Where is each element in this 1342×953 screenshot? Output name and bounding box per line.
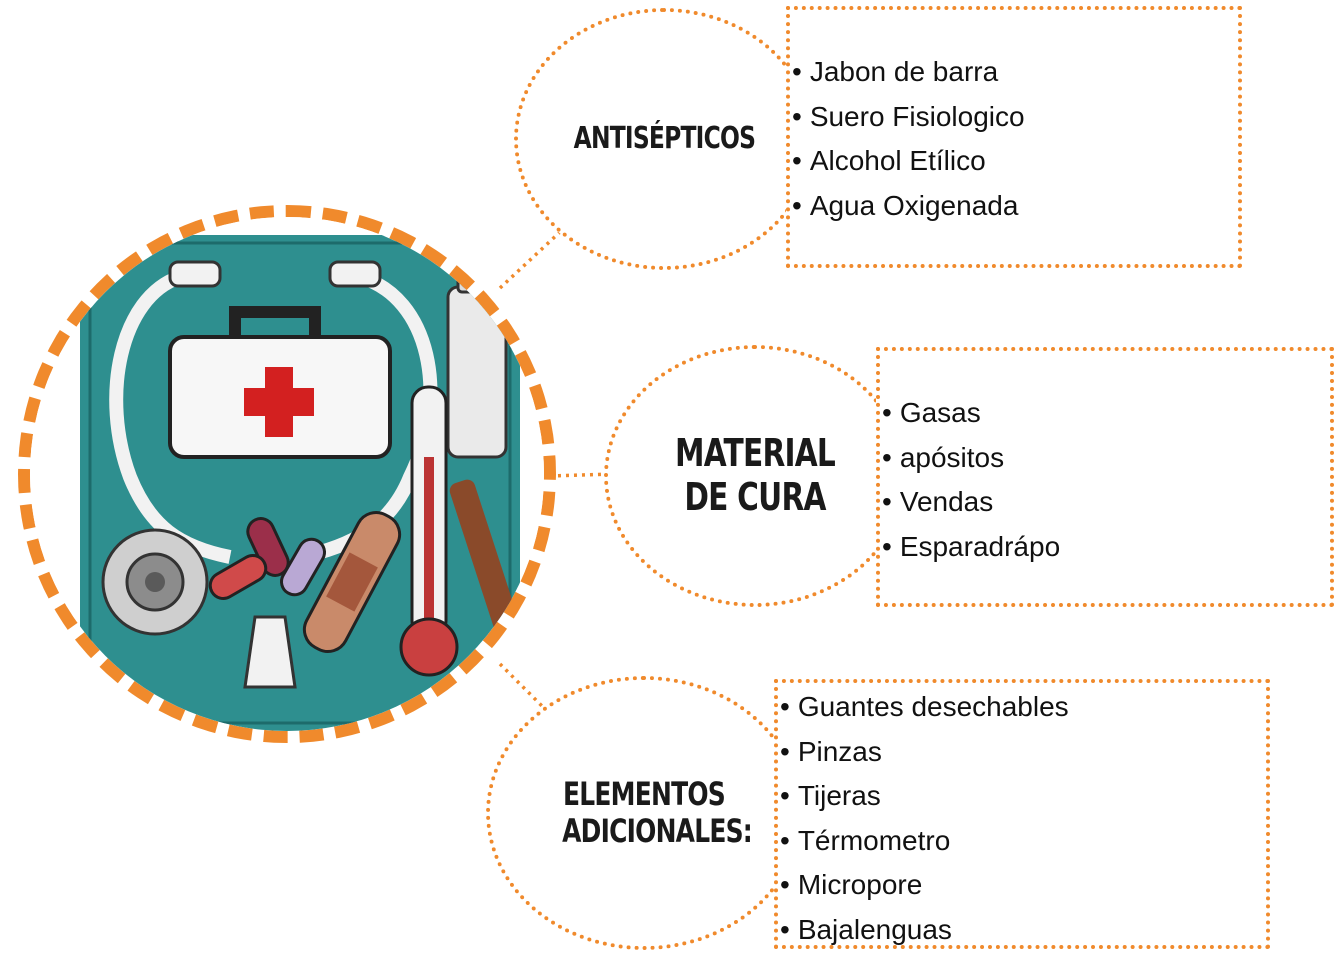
list-item: Micropore — [780, 863, 1266, 908]
category-title: MATERIAL DE CURA — [674, 431, 836, 519]
connector-material — [549, 472, 613, 478]
category-list-antisepticos: Jabon de barra Suero Fisiologico Alcohol… — [786, 6, 1242, 268]
category-bubble-elementos-adicionales: ELEMENTOS ADICIONALES: — [486, 676, 802, 950]
list-item: Jabon de barra — [792, 50, 1238, 95]
category-bubble-antisepticos: ANTISÉPTICOS — [514, 8, 814, 270]
list-item: Tijeras — [780, 774, 1266, 819]
list-item: apósitos — [882, 436, 1330, 481]
first-aid-kit-icon — [30, 217, 544, 731]
list-item: Bajalenguas — [780, 908, 1266, 953]
first-aid-illustration — [18, 205, 556, 743]
category-bubble-material-de-cura: MATERIAL DE CURA — [604, 345, 906, 607]
category-list-material-de-cura: Gasas apósitos Vendas Esparadrápo — [876, 347, 1334, 607]
list-item: Gasas — [882, 391, 1330, 436]
category-list-elementos-adicionales: Guantes desechables Pinzas Tijeras Térmo… — [774, 679, 1270, 949]
list-item: Vendas — [882, 480, 1330, 525]
list-item: Suero Fisiologico — [792, 95, 1238, 140]
category-title: ANTISÉPTICOS — [573, 120, 755, 156]
list-item: Guantes desechables — [780, 685, 1266, 730]
connector-adicionales — [498, 662, 550, 714]
connector-antisepticos — [498, 230, 562, 290]
list-item: Térmometro — [780, 819, 1266, 864]
list-item: Pinzas — [780, 730, 1266, 775]
list-item: Alcohol Etílico — [792, 139, 1238, 184]
category-title: ELEMENTOS ADICIONALES: — [562, 775, 753, 850]
list-item: Esparadrápo — [882, 525, 1330, 570]
list-item: Agua Oxigenada — [792, 184, 1238, 229]
